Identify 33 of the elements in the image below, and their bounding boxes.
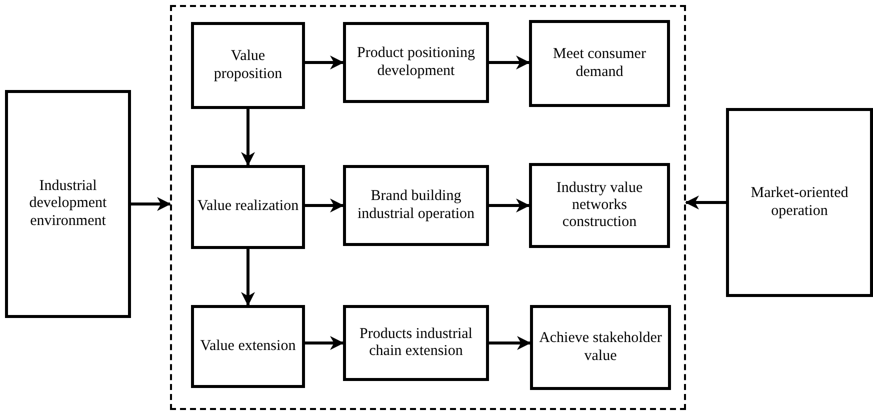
box-text: Value extension [200,338,296,356]
process-box [529,163,670,248]
process-box [191,22,305,109]
process-box [343,165,489,246]
arrow [685,196,726,210]
arrow [241,249,255,306]
box-text: Value realization [197,198,299,216]
box-text: Industry value networks construction [555,180,644,232]
arrow [131,197,171,211]
box-text: Achieve stakeholder value [538,330,663,365]
arrow [489,198,530,212]
process-box [726,108,873,297]
process-box [343,22,489,103]
process-box [5,90,131,318]
process-box [530,305,671,390]
arrow [241,109,255,166]
dashed-group-box [170,5,686,410]
box-text: Industrial development environment [28,178,108,230]
box-text: Products industrial chain extension [358,326,474,360]
arrow [305,198,344,212]
process-box [191,305,305,388]
arrow [305,336,344,350]
box-text: Brand building industrial operation [356,188,476,223]
arrow [489,56,530,70]
process-box [529,20,670,107]
arrow [489,336,531,350]
box-text: Meet consumer demand [552,46,647,81]
process-box [191,165,305,249]
arrow [305,56,344,70]
process-box [343,305,489,381]
box-text: Product positioning development [356,45,476,80]
box-text: Value proposition [212,48,284,83]
box-text: Market-oriented operation [750,185,850,220]
